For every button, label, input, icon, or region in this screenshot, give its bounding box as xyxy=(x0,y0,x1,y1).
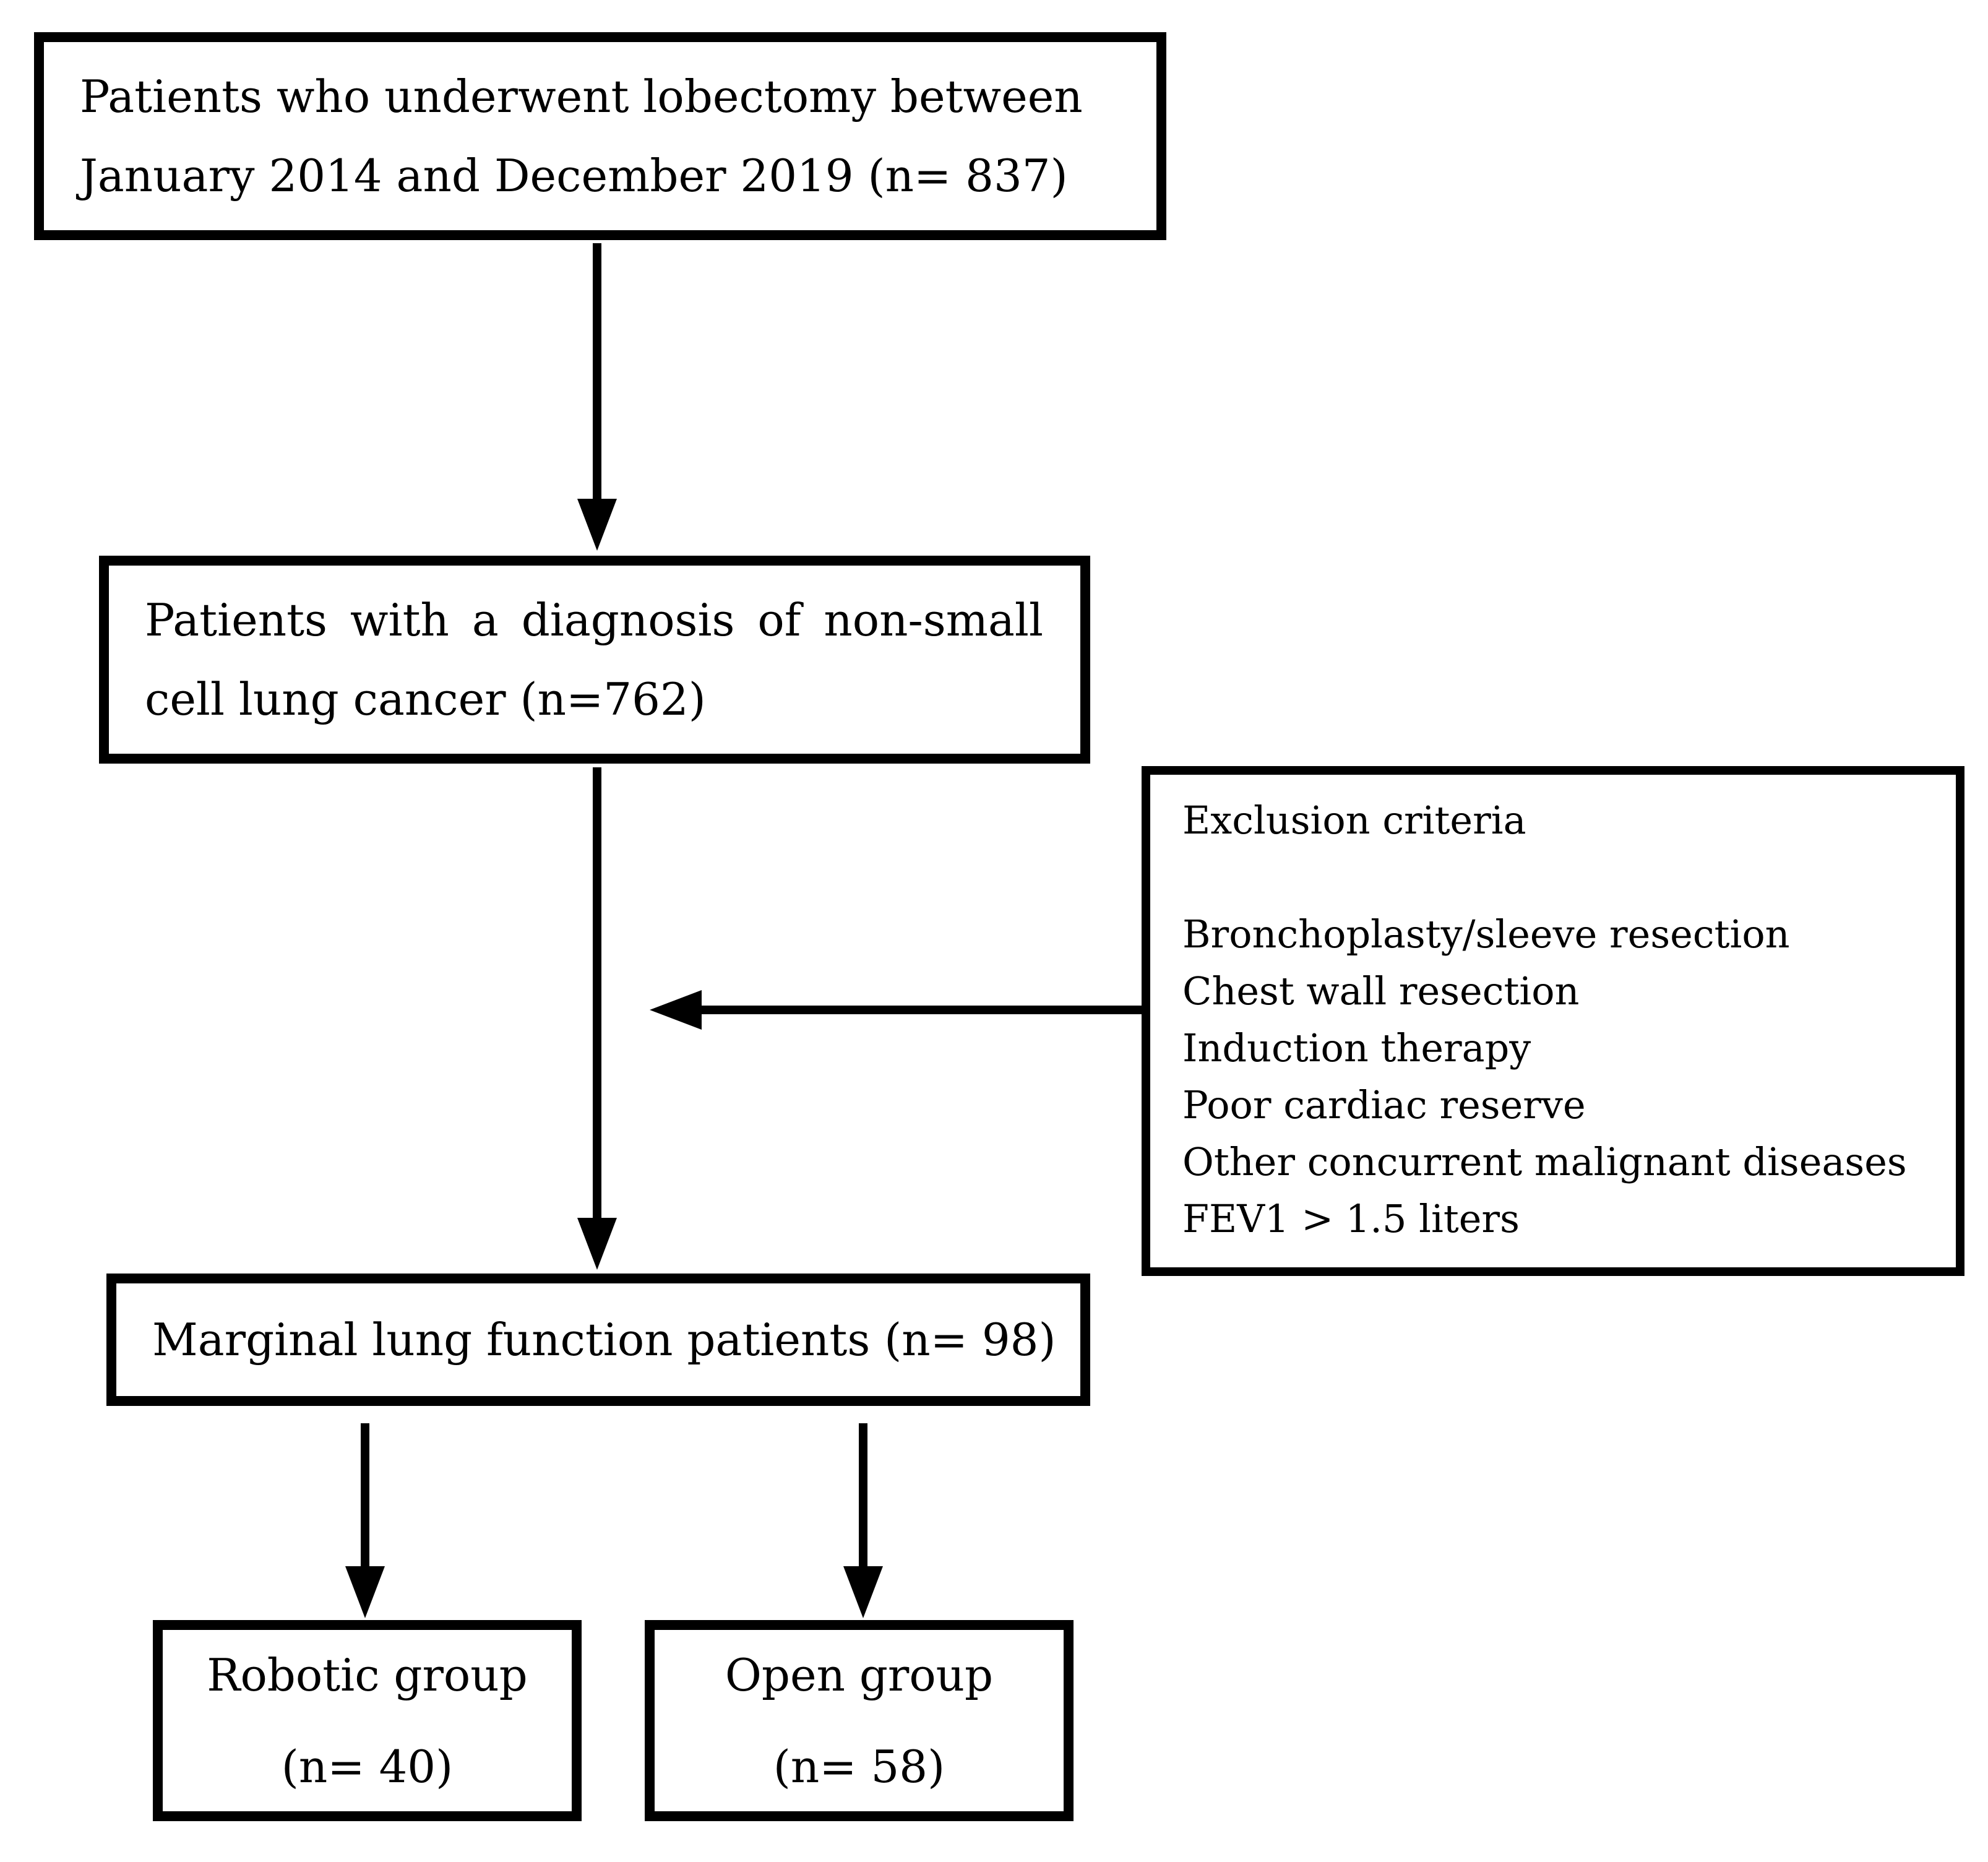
box-exclusion-criteria: Exclusion criteria Bronchoplasty/sleeve … xyxy=(1142,766,1964,1276)
arrow-exclusion-to-flow xyxy=(650,990,1142,1030)
exclusion-item: Bronchoplasty/sleeve resection xyxy=(1182,912,1790,957)
arrow-marginal-to-open xyxy=(843,1423,883,1618)
box-marginal-lung-function: Marginal lung function patients (n= 98) xyxy=(106,1274,1090,1406)
box-lobectomy-cohort: Patients who underwent lobectomy between… xyxy=(34,32,1166,240)
exclusion-item: Chest wall resection xyxy=(1182,968,1580,1014)
box-marginal-label: Marginal lung function patients (n= 98) xyxy=(152,1314,1056,1366)
box-nsclc-line-2: cell lung cancer (n=762) xyxy=(145,673,706,725)
arrow-down-head-icon xyxy=(345,1566,385,1618)
box-robotic-group: Robotic group (n= 40) xyxy=(153,1620,582,1821)
box-open-line-1: Open group xyxy=(725,1649,994,1701)
arrow-shaft xyxy=(859,1423,867,1566)
exclusion-title: Exclusion criteria xyxy=(1182,798,1526,843)
exclusion-item: Induction therapy xyxy=(1182,1025,1531,1071)
box-robotic-line-1: Robotic group xyxy=(207,1649,528,1701)
arrow-shaft xyxy=(702,1006,1142,1014)
arrow-lobectomy-to-nsclc xyxy=(577,243,617,551)
arrow-shaft xyxy=(593,767,601,1218)
arrow-down-head-icon xyxy=(843,1566,883,1618)
exclusion-spacer xyxy=(1182,849,1937,906)
arrow-shaft xyxy=(361,1423,369,1566)
arrow-down-head-icon xyxy=(577,499,617,551)
box-lobectomy-line-1: Patients who underwent lobectomy between xyxy=(80,71,1083,123)
box-open-line-2: (n= 58) xyxy=(773,1740,945,1793)
box-lobectomy-line-2: January 2014 and December 2019 (n= 837) xyxy=(80,150,1068,202)
box-nsclc-diagnosis: Patients with a diagnosis of non-small c… xyxy=(99,556,1090,764)
arrow-left-head-icon xyxy=(650,990,702,1030)
box-open-group: Open group (n= 58) xyxy=(645,1620,1074,1821)
arrow-marginal-to-robotic xyxy=(345,1423,385,1618)
arrow-down-head-icon xyxy=(577,1218,617,1270)
exclusion-item: Poor cardiac reserve xyxy=(1182,1082,1586,1127)
arrow-nsclc-to-marginal xyxy=(577,767,617,1270)
exclusion-item: FEV1 > 1.5 liters xyxy=(1182,1196,1520,1241)
box-robotic-line-2: (n= 40) xyxy=(281,1740,454,1793)
arrow-shaft xyxy=(593,243,601,499)
box-nsclc-line-1: Patients with a diagnosis of non-small xyxy=(145,594,1043,646)
exclusion-item: Other concurrent malignant diseases xyxy=(1182,1139,1907,1184)
